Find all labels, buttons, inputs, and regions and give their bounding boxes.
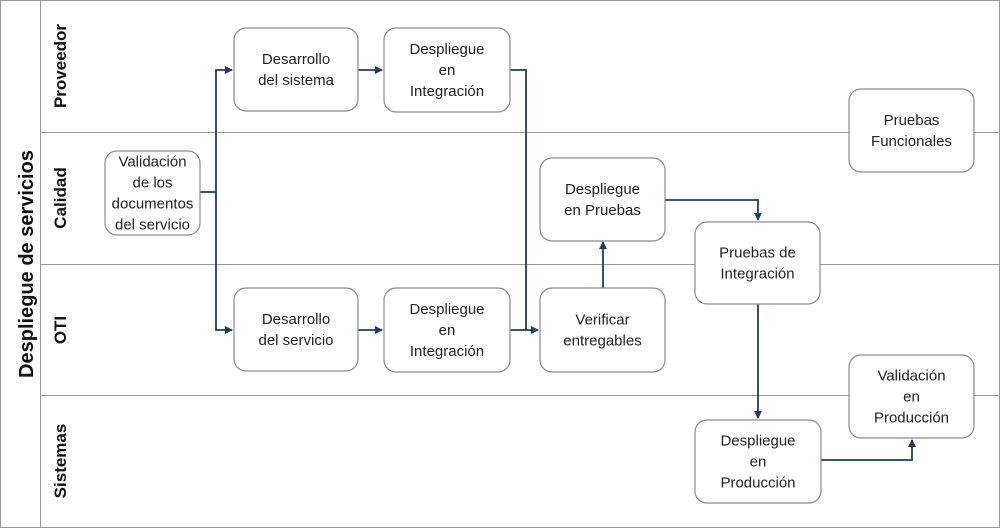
node-validacion-docs: Validación de los documentos del servicio xyxy=(104,150,201,236)
node-text-line: Verificar xyxy=(575,312,629,329)
node-pruebas-integracion: Pruebas de Integración xyxy=(694,221,821,305)
node-text-line: Validación xyxy=(118,154,186,171)
connector-despliegue-pruebas-to-pruebas-integracion xyxy=(665,199,762,221)
node-box xyxy=(233,287,359,372)
node-text-line: en xyxy=(439,62,456,79)
node-text-line: Producción xyxy=(874,410,949,427)
node-text-line: Integración xyxy=(410,83,484,100)
node-text-line: Desarrollo xyxy=(262,311,330,328)
lane-label-sistemas: Sistemas xyxy=(51,424,70,499)
node-text-line: Despliegue xyxy=(409,301,484,318)
lane-label-proveedor: Proveedor xyxy=(51,24,70,108)
node-text-line: entregables xyxy=(563,333,641,350)
node-verificar-entregables: Verificar entregables xyxy=(539,287,666,373)
node-text-line: documentos xyxy=(112,196,194,213)
node-box xyxy=(383,287,511,373)
node-text-line: del servicio xyxy=(258,332,333,349)
node-text-line: de los xyxy=(132,175,172,192)
node-box xyxy=(383,27,511,113)
node-box xyxy=(694,221,821,305)
node-text-line: en Pruebas xyxy=(564,202,641,219)
node-text-line: Despliegue xyxy=(409,41,484,58)
node-text-line: Integración xyxy=(720,266,794,283)
node-text-line: Funcionales xyxy=(871,133,952,150)
node-text-line: Despliegue xyxy=(565,181,640,198)
node-text-line: en xyxy=(439,322,456,339)
node-text-line: Desarrollo xyxy=(262,51,330,68)
node-box xyxy=(233,27,359,112)
node-text-line: Pruebas xyxy=(884,112,940,129)
node-text-line: en xyxy=(750,454,767,471)
node-box xyxy=(539,157,666,242)
node-desarrollo-sistema: Desarrollo del sistema xyxy=(233,27,359,112)
node-box xyxy=(694,419,822,504)
node-text-line: en xyxy=(903,389,920,406)
connector-validacion-to-desarrollo-sistema xyxy=(200,66,233,193)
node-text-line: Producción xyxy=(720,475,795,492)
node-despliegue-pruebas: Despliegue en Pruebas xyxy=(539,157,666,242)
node-box xyxy=(848,88,975,173)
node-text-line: Integración xyxy=(410,343,484,360)
connector-validacion-to-desarrollo-servicio xyxy=(215,192,233,334)
lane-label-calidad: Calidad xyxy=(51,167,70,228)
node-box xyxy=(539,287,666,373)
pool-title: Despliegue de servicios xyxy=(16,150,38,378)
node-box xyxy=(848,354,975,439)
lane-label-oti: OTI xyxy=(51,316,70,344)
connector-despliegue-produccion-to-validacion xyxy=(821,439,916,461)
connector-despliegue-prov-to-verificar xyxy=(510,69,527,330)
node-box xyxy=(104,150,201,236)
node-text-line: Despliegue xyxy=(720,433,795,450)
node-text-line: Validación xyxy=(877,368,945,385)
node-text-line: del sistema xyxy=(258,72,335,89)
node-desarrollo-servicio: Desarrollo del servicio xyxy=(233,287,359,372)
node-text-line: Pruebas de xyxy=(719,245,796,262)
node-text-line: del servicio xyxy=(115,217,190,234)
